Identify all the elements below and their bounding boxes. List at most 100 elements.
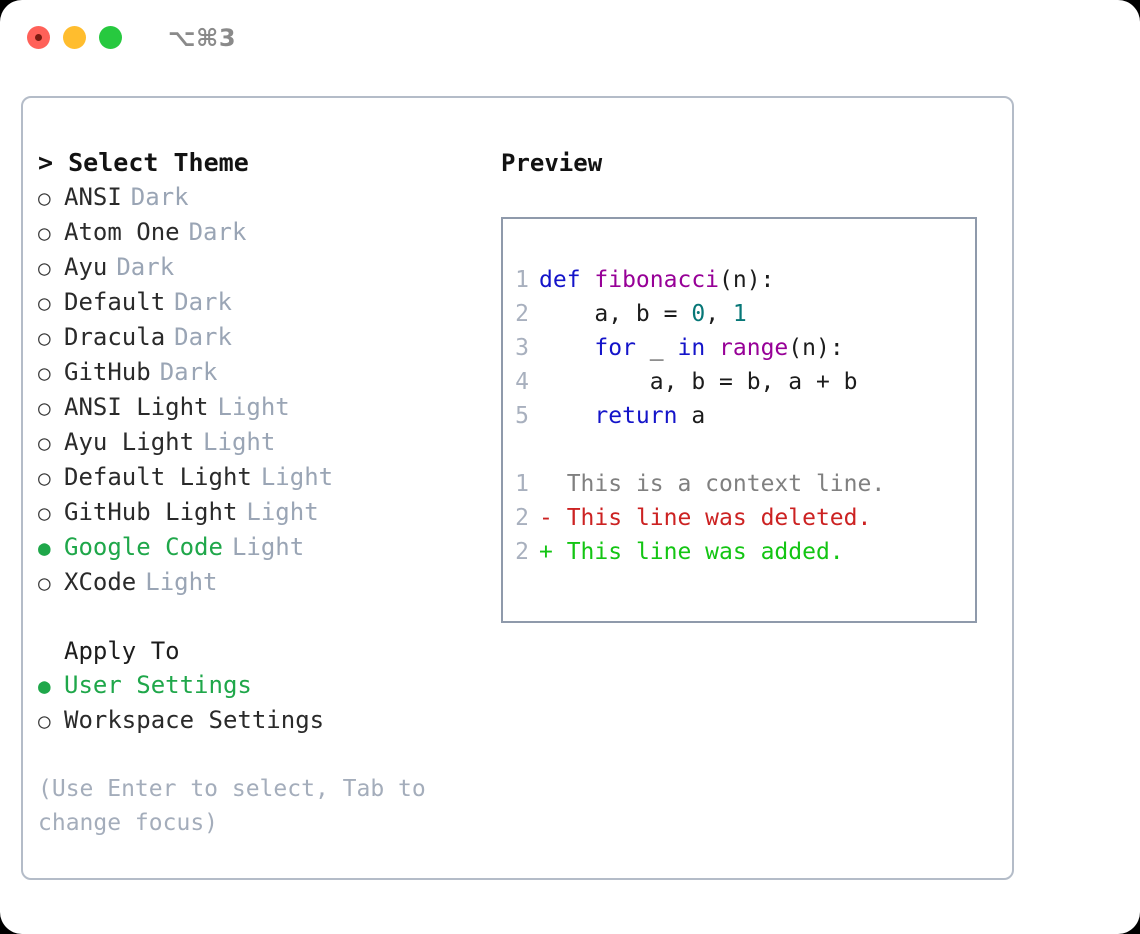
theme-option-label: GitHub [64, 358, 151, 386]
keyboard-shortcut-label: ⌥⌘3 [168, 24, 237, 52]
apply-to-option-user-settings[interactable]: ● User Settings [38, 668, 478, 703]
code-token-fn: range [719, 335, 789, 361]
diff-line-number: 1 [515, 471, 529, 497]
code-line: 5 return a [503, 399, 975, 433]
theme-option-variant-badge: Dark [116, 253, 175, 281]
code-token-kw: in [677, 335, 706, 361]
radio-unselected-icon: ○ [38, 326, 51, 350]
diff-line-number: 2 [515, 505, 529, 531]
diff-line-number: 2 [515, 539, 529, 565]
code-line-content: for _ in range(n): [539, 331, 844, 365]
diff-line-text: This line was deleted. [552, 505, 872, 531]
code-token-kw: return [594, 403, 678, 429]
apply-to-option-label: User Settings [64, 671, 252, 699]
diff-line-content: + This line was added. [539, 535, 844, 569]
theme-option-default[interactable]: ○ Default Dark [38, 285, 478, 320]
code-line-content: def fibonacci(n): [539, 263, 774, 297]
code-token-kw: for [594, 335, 636, 361]
theme-option-ayu[interactable]: ○ Ayu Dark [38, 250, 478, 285]
code-line: 3 for _ in range(n): [503, 331, 975, 365]
code-line: 2 a, b = 0, 1 [503, 297, 975, 331]
code-diff-spacer [503, 433, 975, 467]
diff-line-add: 2 + This line was added. [503, 535, 975, 569]
close-window-button[interactable] [27, 26, 50, 49]
diff-line-ctx: 1 This is a context line. [503, 467, 975, 501]
title-bar: ⌥⌘3 [0, 0, 1140, 78]
diff-sample: 1 This is a context line.2- This line wa… [503, 467, 975, 569]
theme-option-label: ANSI [64, 183, 122, 211]
code-line-number: 2 [515, 301, 529, 327]
apply-to-option-workspace-settings[interactable]: ○ Workspace Settings [38, 703, 478, 738]
code-line-number: 5 [515, 403, 529, 429]
theme-option-variant-badge: Dark [174, 323, 232, 351]
diff-sign: + [539, 539, 553, 565]
apply-to-option-list[interactable]: ● User Settings ○ Workspace Settings [38, 668, 478, 738]
theme-option-variant-badge: Dark [188, 218, 247, 246]
theme-option-label: GitHub Light [64, 498, 238, 526]
radio-unselected-icon: ○ [38, 396, 51, 420]
code-token-plain: (n): [719, 267, 775, 293]
radio-unselected-icon: ○ [38, 466, 51, 490]
code-token-plain: a, b = [539, 301, 692, 327]
code-line-number: 3 [515, 335, 529, 361]
radio-unselected-icon: ○ [38, 571, 51, 595]
apply-to-heading: Apply To [64, 637, 180, 665]
code-token-num: 0 [691, 301, 706, 327]
code-token-plain: a, b = b, a + b [539, 369, 858, 395]
diff-line-content: This is a context line. [539, 467, 886, 501]
diff-sign [539, 471, 553, 497]
code-token-plain [539, 335, 594, 361]
radio-selected-icon: ● [38, 536, 51, 560]
keyboard-hint-text: (Use Enter to select, Tab to change focu… [38, 776, 440, 836]
code-token-plain [705, 335, 719, 361]
radio-unselected-icon: ○ [38, 361, 51, 385]
code-token-plain: (n): [788, 335, 844, 361]
list-spacer [38, 600, 478, 634]
theme-option-dracula[interactable]: ○ Dracula Dark [38, 320, 478, 355]
code-token-plain: _ [635, 335, 678, 361]
theme-option-variant-badge: Dark [130, 183, 189, 211]
code-token-num: 1 [732, 301, 747, 327]
theme-option-label: Dracula [64, 323, 166, 351]
theme-option-label: Ayu [64, 253, 108, 281]
apply-to-option-label: Workspace Settings [64, 706, 325, 734]
radio-unselected-icon: ○ [38, 291, 51, 315]
radio-unselected-icon: ○ [38, 256, 51, 280]
code-line-content: a, b = b, a + b [539, 365, 858, 399]
minimize-window-button[interactable] [63, 26, 86, 49]
traffic-light-controls [27, 26, 122, 49]
code-line: 1 def fibonacci(n): [503, 263, 975, 297]
radio-unselected-icon: ○ [38, 501, 51, 525]
theme-option-variant-badge: Dark [159, 358, 218, 386]
theme-option-label: Default [64, 288, 166, 316]
radio-selected-icon: ● [38, 674, 51, 698]
diff-line-del: 2- This line was deleted. [503, 501, 975, 535]
select-theme-title: Select Theme [68, 148, 249, 177]
theme-option-variant-badge: Light [145, 568, 218, 596]
radio-unselected-icon: ○ [38, 431, 51, 455]
maximize-window-button[interactable] [99, 26, 122, 49]
theme-option-github[interactable]: ○ GitHub Dark [38, 355, 478, 390]
theme-option-variant-badge: Light [260, 463, 334, 491]
code-line-number: 4 [515, 369, 529, 395]
code-line-content: return a [539, 399, 705, 433]
radio-unselected-icon: ○ [38, 709, 51, 733]
code-line-number: 1 [515, 267, 529, 293]
code-token-fn: fibonacci [594, 267, 720, 293]
prompt-caret: > [38, 148, 54, 177]
preview-heading: Preview [501, 149, 603, 177]
theme-option-variant-badge: Dark [174, 288, 232, 316]
